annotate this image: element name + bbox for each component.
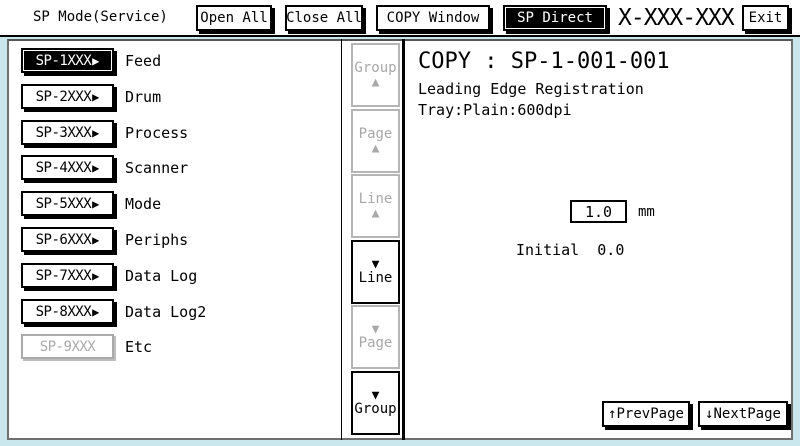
nav-group-down-button[interactable]: ▼Group: [351, 371, 400, 435]
chevron-right-icon: ▶: [92, 89, 100, 104]
value-text: 1.0: [584, 202, 613, 221]
nav-button-label: Line: [358, 191, 393, 208]
triangle-down-icon: ▼: [371, 257, 380, 273]
page-title: SP Mode(Service): [33, 9, 168, 25]
sp-group-code: SP-7XXX: [35, 267, 92, 284]
sp-group-label-3: Process: [125, 124, 189, 142]
nav-button-label: Line: [358, 270, 393, 287]
nav-page-up-button: Page▲: [351, 109, 400, 173]
nav-line-down-button[interactable]: ▼Line: [351, 240, 400, 304]
nav-divider: [402, 39, 405, 440]
value-unit-label: mm: [638, 204, 655, 220]
open-all-button[interactable]: Open All: [196, 5, 272, 31]
initial-value-row: Initial 0.0: [516, 241, 624, 259]
sp-group-label-6: Periphs: [125, 231, 189, 249]
initial-value: 0.0: [597, 241, 625, 259]
sp-group-button-5[interactable]: SP-5XXX▶: [21, 191, 114, 216]
nav-group-up-button: Group▲: [351, 43, 400, 107]
chevron-right-icon: ▶: [92, 304, 100, 319]
nav-button-label: Group: [354, 60, 397, 77]
value-input[interactable]: 1.0: [570, 200, 627, 223]
nav-button-label: Page: [358, 126, 393, 143]
sp-group-code: SP-3XXX: [35, 124, 92, 141]
sp-detail-condition: Tray:Plain:600dpi: [418, 101, 572, 119]
initial-label: Initial: [516, 241, 580, 259]
exit-label: Exit: [748, 10, 783, 26]
nav-button-label: Group: [354, 401, 397, 418]
sp-direct-button[interactable]: SP Direct: [503, 5, 607, 31]
sp-group-code: SP-2XXX: [35, 88, 92, 105]
copy-window-label: COPY Window: [386, 10, 480, 26]
next-page-button[interactable]: ↓NextPage: [698, 401, 788, 427]
prev-page-button[interactable]: ↑PrevPage: [602, 401, 690, 427]
sp-group-button-7[interactable]: SP-7XXX▶: [21, 263, 114, 288]
sp-group-code: SP-6XXX: [35, 231, 92, 248]
sp-group-button-4[interactable]: SP-4XXX▶: [21, 155, 114, 180]
sp-group-code: SP-8XXX: [35, 303, 92, 320]
chevron-right-icon: ▶: [92, 232, 100, 247]
sp-group-button-inner: SP-6XXX▶: [36, 232, 100, 248]
sp-group-button-1[interactable]: SP-1XXX▶: [21, 48, 114, 73]
sp-group-label-1: Feed: [125, 52, 162, 70]
chevron-right-icon: ▶: [92, 268, 100, 283]
prev-page-label: ↑PrevPage: [608, 406, 684, 422]
sp-detail-subtitle: Leading Edge Registration: [418, 80, 644, 98]
sp-group-label-7: Data Log: [125, 267, 198, 285]
sidebar-divider: [341, 39, 342, 440]
nav-line-up-button: Line▲: [351, 174, 400, 238]
chevron-right-icon: ▶: [92, 160, 100, 175]
sp-group-button-3[interactable]: SP-3XXX▶: [21, 120, 114, 145]
sp-group-button-inner: SP-9XXX: [40, 339, 96, 355]
sp-group-button-inner: SP-8XXX▶: [36, 304, 100, 320]
triangle-up-icon: ▲: [371, 140, 380, 156]
triangle-down-icon: ▼: [371, 388, 380, 404]
triangle-up-icon: ▲: [371, 74, 380, 90]
sp-group-code: SP-1XXX: [35, 52, 92, 69]
machine-model-code: X-XXX-XXX: [618, 5, 735, 31]
chevron-right-icon: ▶: [92, 196, 100, 211]
sp-detail-title: COPY : SP-1-001-001: [418, 49, 670, 74]
chevron-right-icon: ▶: [92, 53, 100, 68]
nav-button-label: Page: [358, 335, 393, 352]
open-all-label: Open All: [200, 10, 268, 26]
chevron-right-icon: ▶: [92, 125, 100, 140]
close-all-label: Close All: [286, 10, 362, 26]
sp-group-code: SP-9XXX: [39, 338, 96, 355]
sp-group-label-9: Etc: [125, 338, 153, 356]
sp-group-button-6[interactable]: SP-6XXX▶: [21, 227, 114, 252]
nav-page-down-button: ▼Page: [351, 305, 400, 369]
header-bar: SP Mode(Service) Open All Close All COPY…: [0, 0, 800, 37]
sp-group-button-inner: SP-1XXX▶: [23, 50, 112, 71]
sp-detail-pane: COPY : SP-1-001-001 Leading Edge Registr…: [406, 41, 791, 438]
sp-group-button-inner: SP-3XXX▶: [36, 125, 100, 141]
exit-button[interactable]: Exit: [742, 5, 789, 31]
sp-group-label-4: Scanner: [125, 159, 189, 177]
sp-group-button-inner: SP-2XXX▶: [36, 89, 100, 105]
sp-group-button-2[interactable]: SP-2XXX▶: [21, 84, 114, 109]
sp-group-button-9: SP-9XXX: [21, 334, 114, 359]
sp-group-button-inner: SP-4XXX▶: [36, 160, 100, 176]
sp-group-code: SP-5XXX: [35, 195, 92, 212]
sp-group-code: SP-4XXX: [35, 159, 92, 176]
sp-group-button-8[interactable]: SP-8XXX▶: [21, 299, 114, 324]
triangle-up-icon: ▲: [371, 205, 380, 221]
sp-direct-label: SP Direct: [505, 7, 605, 29]
sp-group-label-8: Data Log2: [125, 303, 207, 321]
sp-group-label-2: Drum: [125, 88, 162, 106]
next-page-label: ↓NextPage: [705, 406, 781, 422]
sp-group-button-inner: SP-7XXX▶: [36, 268, 100, 284]
copy-window-button[interactable]: COPY Window: [376, 5, 490, 31]
close-all-button[interactable]: Close All: [285, 5, 363, 31]
sp-group-button-inner: SP-5XXX▶: [36, 196, 100, 212]
triangle-down-icon: ▼: [371, 322, 380, 338]
content-frame: [7, 39, 793, 440]
sp-group-label-5: Mode: [125, 195, 162, 213]
